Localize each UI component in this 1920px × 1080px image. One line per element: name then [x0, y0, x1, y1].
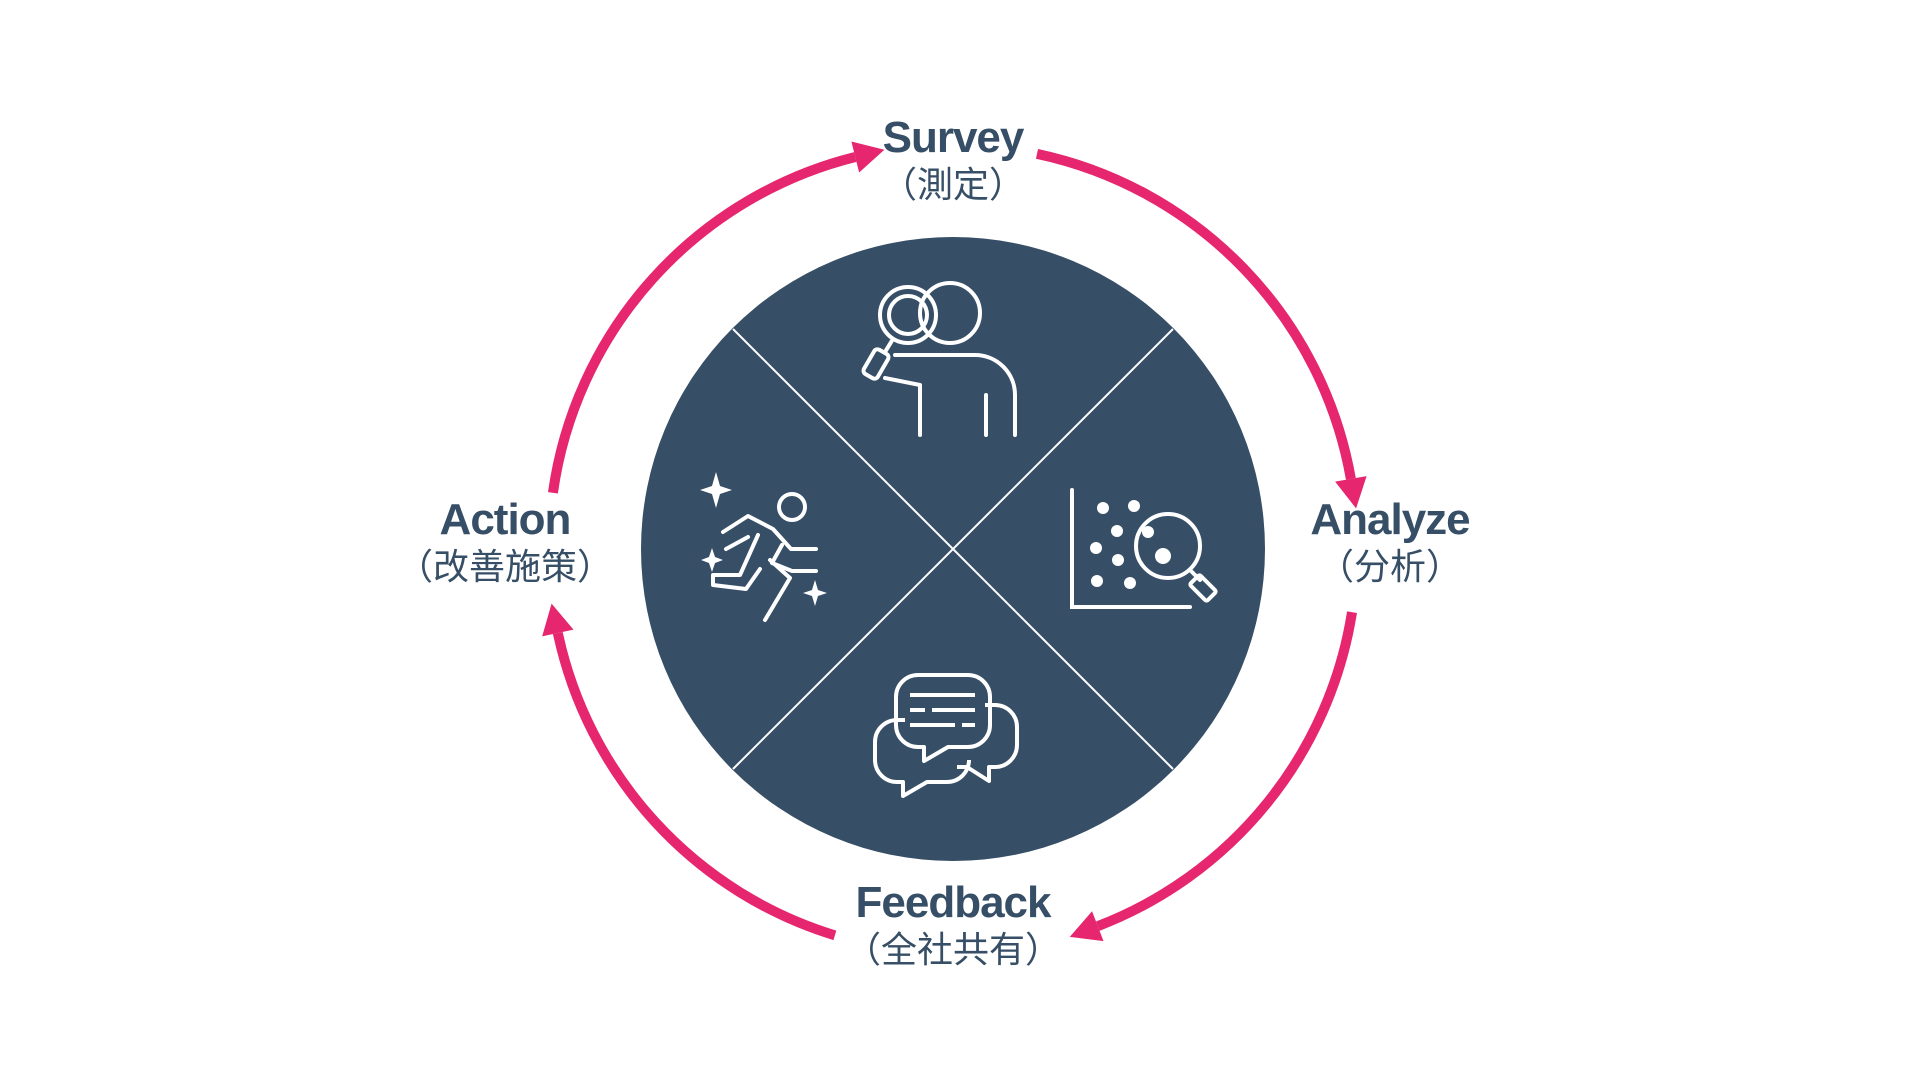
- chat-bubbles-icon: [873, 673, 1019, 798]
- stage-label-survey: Survey （測定）: [881, 113, 1025, 209]
- stage-title: Analyze: [1310, 495, 1470, 544]
- person-magnifier-icon: [861, 281, 1017, 437]
- stage-subtitle: （測定）: [880, 165, 1026, 206]
- arrowhead-icon: [851, 141, 885, 173]
- quadrant-dividers: [732, 328, 1174, 770]
- stage-title: Survey: [882, 113, 1025, 162]
- stage-label-analyze: Analyze （分析）: [1310, 495, 1470, 591]
- stage-subtitle: （改善施策）: [396, 547, 614, 588]
- arc-analyze-to-feedback: [1095, 611, 1357, 931]
- arc-survey-to-analyze: [1035, 148, 1356, 480]
- arrowhead-icon: [1335, 476, 1367, 509]
- cycle-arrows: [542, 141, 1367, 942]
- arrowhead-icon: [1069, 911, 1104, 942]
- arrowhead-icon: [542, 603, 574, 637]
- running-person-sparkles-icon: [700, 472, 827, 622]
- stage-label-feedback: Feedback （全社共有）: [845, 878, 1061, 974]
- stage-title: Action: [439, 495, 572, 544]
- stage-title: Feedback: [855, 878, 1052, 927]
- scatter-magnifier-icon: [1070, 488, 1218, 609]
- stage-subtitle: （分析）: [1317, 547, 1463, 588]
- arc-feedback-to-action: [552, 631, 837, 941]
- arc-action-to-survey: [547, 152, 857, 494]
- stage-label-action: Action （改善施策）: [397, 495, 613, 591]
- stage-subtitle: （全社共有）: [844, 930, 1062, 971]
